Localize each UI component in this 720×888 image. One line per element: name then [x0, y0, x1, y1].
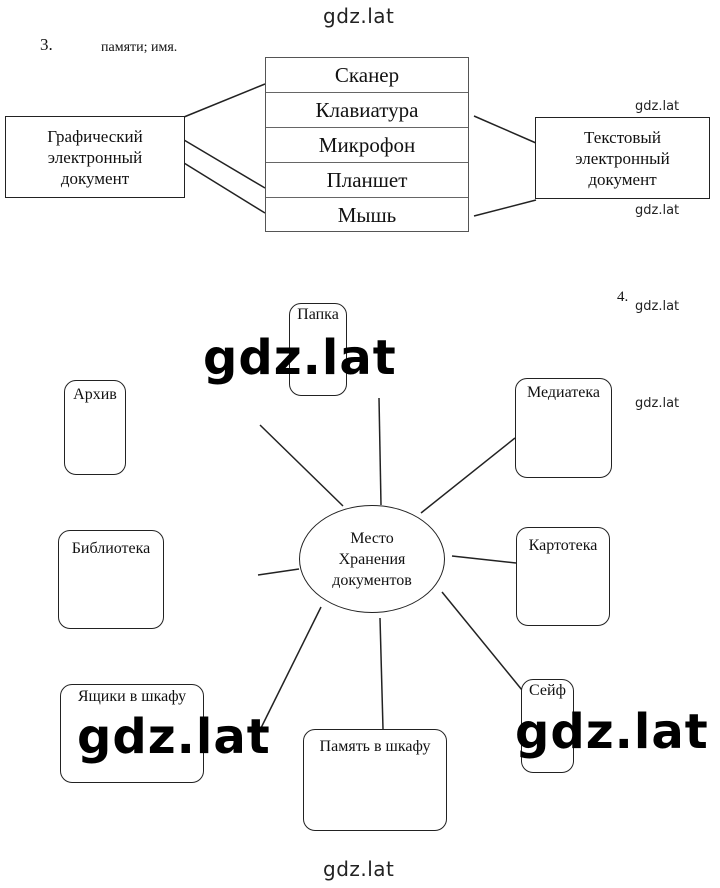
place-library-box: Библиотека [58, 530, 164, 629]
task-3-answer: памяти; имя. [101, 40, 178, 55]
device-scanner: Сканер [266, 58, 468, 93]
line-center-safe [441, 591, 523, 691]
place-archive-box: Архив [64, 380, 126, 475]
place-folder-label: Папка [297, 306, 339, 323]
input-device-list: Сканер Клавиатура Микрофон Планшет Мышь [265, 57, 469, 232]
device-tablet: Планшет [266, 163, 468, 198]
line-center-card-index [451, 555, 517, 564]
place-folder-box: Папка [289, 303, 347, 396]
graphic-document-box: Графический электронный документ [5, 116, 185, 198]
device-microphone: Микрофон [266, 128, 468, 163]
watermark-small-1: gdz.lat [635, 99, 680, 114]
device-keyboard: Клавиатура [266, 93, 468, 128]
place-card-index-label: Картотека [528, 537, 598, 554]
text-document-box: Текстовый электронный документ [535, 117, 710, 199]
place-media-library-box: Медиатека [515, 378, 612, 478]
line-center-folder [378, 397, 382, 506]
storage-place-center-oval: Место Хранения документов [299, 505, 445, 613]
line-graphic-mouse [183, 162, 266, 214]
line-text-keyboard [473, 115, 537, 144]
watermark-large-3: gdz.lat [515, 704, 709, 760]
place-safe-label: Сейф [529, 682, 566, 699]
watermark-bottom: gdz.lat [323, 857, 395, 881]
line-graphic-tablet [183, 139, 266, 189]
task-4-number: 4. [617, 289, 629, 305]
place-safe-box: Сейф [521, 679, 574, 773]
watermark-small-4: gdz.lat [635, 396, 680, 411]
watermark-small-3: gdz.lat [635, 299, 680, 314]
place-library-label: Библиотека [71, 540, 151, 557]
place-drawers-label: Ящики в шкафу [77, 688, 187, 705]
watermark-large-2: gdz.lat [77, 709, 271, 765]
place-drawers-box: Ящики в шкафу [60, 684, 204, 783]
line-center-archive [259, 424, 344, 507]
line-center-cabinet-memory [379, 617, 384, 730]
task-3-number: 3. [40, 35, 53, 54]
center-line-2: Хранения [338, 550, 406, 568]
line-text-mouse [473, 199, 537, 217]
text-document-line-2: электронный [575, 148, 670, 168]
graphic-document-line-3: документ [60, 168, 130, 188]
line-graphic-scanner [183, 83, 266, 118]
place-cabinet-memory-label: Память в шкафу [319, 738, 431, 755]
watermark-large-1: gdz.lat [203, 330, 397, 386]
center-line-3: документов [332, 571, 412, 589]
center-line-1: Место [350, 529, 394, 547]
place-archive-label: Архив [73, 386, 117, 403]
line-center-drawers [258, 606, 322, 733]
text-document-line-1: Текстовый [584, 127, 661, 147]
line-center-media-library [420, 437, 516, 514]
watermark-small-2: gdz.lat [635, 203, 680, 218]
line-center-library [257, 568, 300, 576]
graphic-document-line-2: электронный [47, 147, 143, 167]
watermark-top: gdz.lat [323, 4, 395, 28]
place-media-library-label: Медиатека [526, 384, 601, 401]
place-cabinet-memory-box: Память в шкафу [303, 729, 447, 831]
text-document-line-3: документ [588, 169, 657, 189]
device-mouse: Мышь [337, 203, 397, 227]
graphic-document-line-1: Графический [47, 126, 143, 146]
place-card-index-box: Картотека [516, 527, 610, 626]
